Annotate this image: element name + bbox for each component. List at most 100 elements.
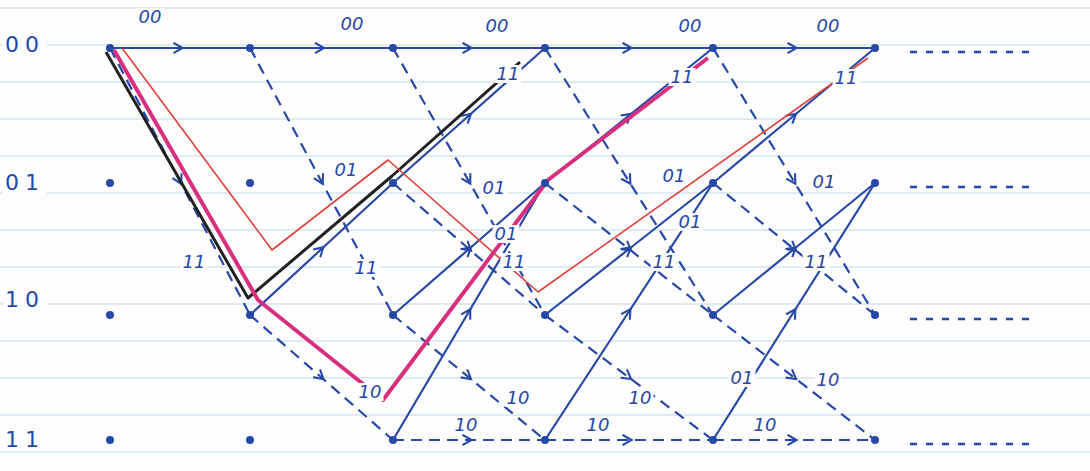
label-holder: 11 [803, 253, 830, 271]
label-holder: 11 [181, 253, 208, 271]
trellis-branch [713, 47, 875, 49]
state-dot [246, 436, 254, 444]
trellis-branch [250, 48, 393, 315]
label-holder: 00 [3, 34, 47, 56]
label-holder: 11 [3, 429, 47, 451]
label-holder: 00 [339, 15, 366, 33]
state-dot [709, 436, 717, 444]
label-holder: 10 [585, 416, 612, 434]
trellis-branch [393, 48, 545, 315]
branch-output-label: 00 [815, 17, 842, 35]
label-holder: 00 [137, 8, 164, 26]
paper-rule [0, 8, 1090, 9]
state-dot [106, 436, 114, 444]
paper-rule [0, 415, 1090, 416]
trellis-branches [110, 48, 875, 440]
continuation-dash [910, 318, 1035, 321]
state-dot [389, 436, 397, 444]
state-dot [871, 44, 879, 52]
label-holder: 01 [481, 179, 508, 197]
label-holder: 11 [669, 68, 696, 86]
branch-output-label: 11 [181, 253, 208, 271]
state-dot [541, 44, 549, 52]
trellis-branch [713, 439, 875, 441]
trellis-branch [393, 47, 545, 49]
state-label: 11 [3, 429, 47, 451]
label-holder: 01 [729, 369, 756, 387]
label-holder: 00 [677, 17, 704, 35]
trellis-branch [250, 47, 393, 49]
continuation-dash [910, 51, 1035, 54]
state-dot [541, 436, 549, 444]
trellis-branch [545, 48, 713, 315]
state-dot [871, 311, 879, 319]
paper-rules [0, 8, 1090, 452]
state-dot [106, 44, 114, 52]
branch-output-label: 01 [481, 179, 508, 197]
branch-output-label: 01 [811, 173, 838, 191]
trellis-branch [545, 439, 713, 441]
paper-rule [0, 156, 1090, 157]
label-holder: 01 [493, 225, 520, 243]
trellis-branch [545, 183, 713, 440]
label-holder: 10 [752, 416, 779, 434]
branch-output-label: 10 [505, 389, 532, 407]
branch-output-label: 00 [137, 8, 164, 26]
label-holder: 01 [333, 161, 360, 179]
paper-rule [0, 230, 1090, 231]
state-dot [246, 179, 254, 187]
label-holder: 01 [677, 213, 704, 231]
label-holder: 01 [811, 173, 838, 191]
branch-output-label: 11 [651, 253, 678, 271]
trellis-branch [110, 47, 250, 49]
state-dot [709, 44, 717, 52]
label-holder: 11 [495, 65, 522, 83]
state-dot [106, 179, 114, 187]
trellis-branch [393, 183, 545, 315]
trellis-branch [393, 315, 545, 440]
branch-output-label: 01 [729, 369, 756, 387]
branch-output-label: 10 [815, 371, 842, 389]
trellis-branch [713, 48, 875, 315]
label-holder: 10 [453, 416, 480, 434]
paper-rule [0, 267, 1090, 268]
branch-output-label: 10 [453, 416, 480, 434]
continuation-dash [910, 186, 1035, 189]
highlighted-paths [106, 48, 868, 400]
branch-output-label: 10 [357, 383, 384, 401]
branch-output-label: 01 [677, 213, 704, 231]
state-dot [106, 311, 114, 319]
state-dot [389, 311, 397, 319]
state-dot [246, 311, 254, 319]
label-holder: 10 [815, 371, 842, 389]
label-holder: 11 [833, 69, 860, 87]
branch-output-label: 11 [353, 259, 380, 277]
paper-rule [0, 193, 1090, 194]
state-dot [389, 44, 397, 52]
branch-output-label: 10 [752, 416, 779, 434]
paper-rule [0, 378, 1090, 379]
label-holder: 10 [505, 389, 532, 407]
label-holder: 11 [353, 259, 380, 277]
trellis-branch [250, 315, 393, 440]
state-label: 10 [3, 289, 47, 311]
branch-output-label: 10 [585, 416, 612, 434]
trellis-branch [713, 315, 875, 440]
continuation-dash [910, 443, 1035, 446]
branch-output-label: 11 [495, 65, 522, 83]
state-dot [541, 311, 549, 319]
branch-output-label: 10 [627, 389, 654, 407]
trellis-branch [393, 48, 545, 183]
trellis-branch [545, 183, 713, 315]
branch-output-label: 01 [661, 167, 688, 185]
trellis-branch [545, 315, 713, 440]
label-holder: 11 [651, 253, 678, 271]
state-dot [709, 179, 717, 187]
branch-output-label: 11 [833, 69, 860, 87]
state-dot [246, 44, 254, 52]
state-dot [389, 179, 397, 187]
branch-output-label: 01 [493, 225, 520, 243]
trellis-branch [393, 183, 545, 440]
